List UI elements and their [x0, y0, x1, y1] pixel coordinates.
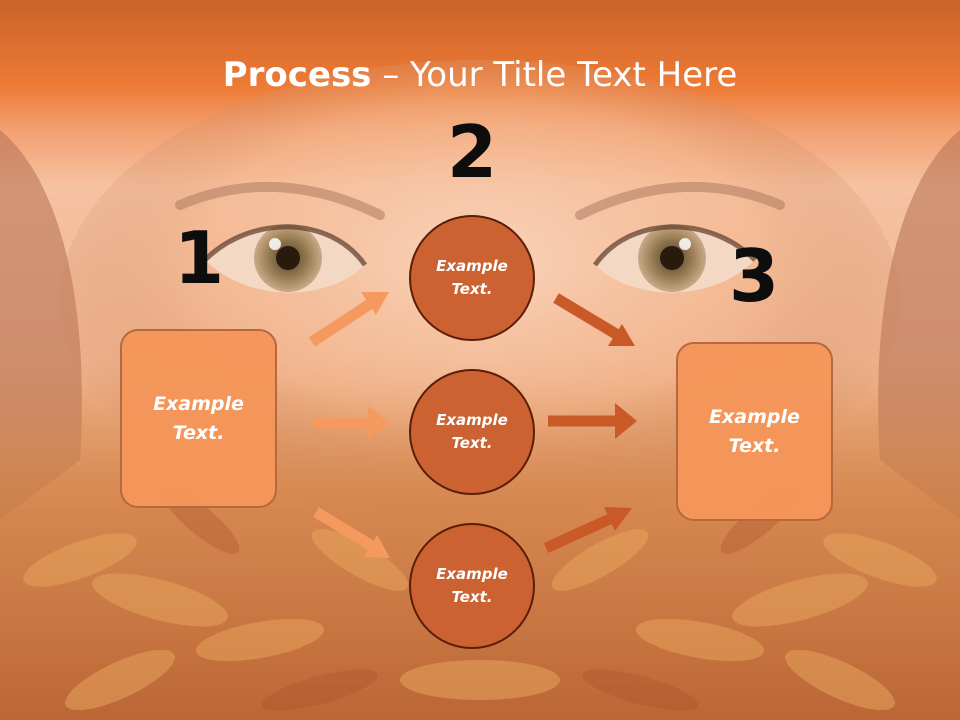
circle-bottom-text: Example Text. [436, 565, 508, 606]
title-rest: – Your Title Text Here [371, 55, 738, 95]
step-1-text: Example Text. [153, 392, 244, 444]
slide-title: Process – Your Title Text Here [0, 52, 960, 98]
circle-top-text: Example Text. [436, 257, 508, 298]
circle-middle: Example Text. [409, 369, 535, 495]
step-number-2: 2 [446, 110, 498, 194]
circle-top: Example Text. [409, 215, 535, 341]
circle-middle-text: Example Text. [436, 411, 508, 452]
circle-bottom: Example Text. [409, 523, 535, 649]
step-number-1: 1 [173, 216, 225, 300]
step-3-text: Example Text. [709, 405, 800, 457]
step-number-3: 3 [728, 234, 780, 318]
step-3-box: Example Text. [676, 342, 833, 521]
step-1-box: Example Text. [120, 329, 277, 508]
title-bold: Process [222, 55, 372, 95]
